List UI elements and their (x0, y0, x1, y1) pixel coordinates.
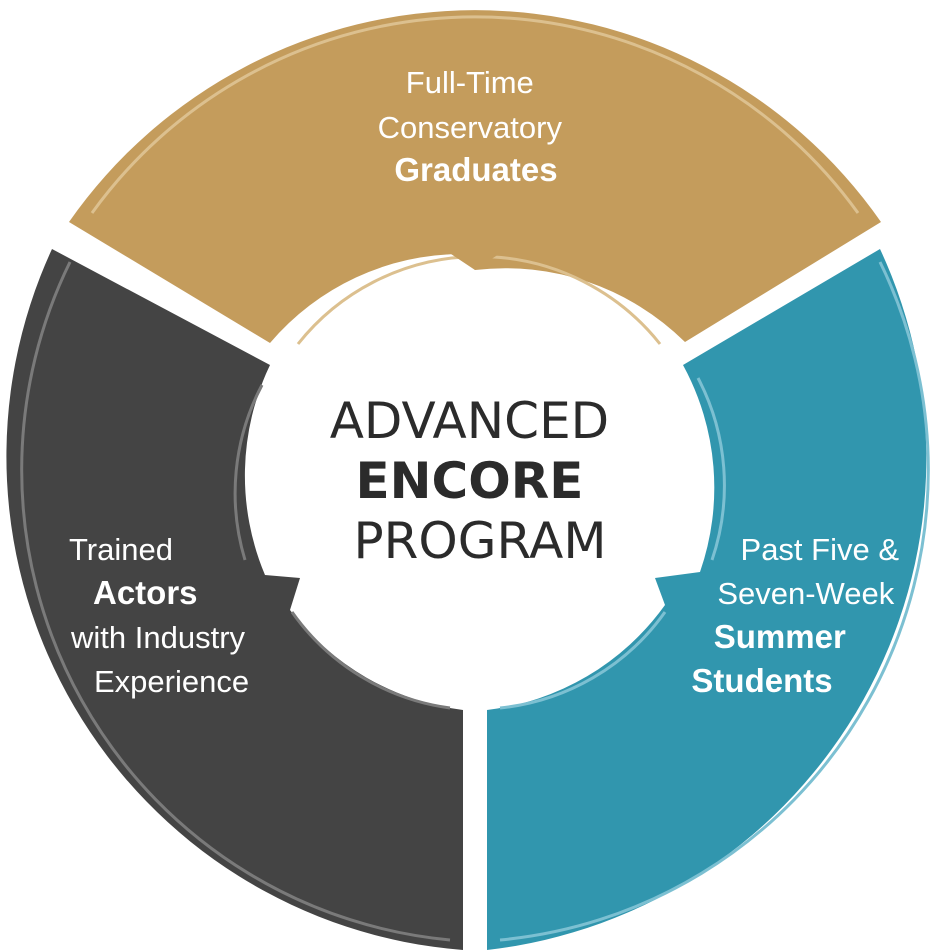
label-top-line1: Full-Time (406, 65, 534, 100)
center-line3: PROGRAM (353, 512, 606, 570)
segment-right-inner-line-2 (499, 611, 667, 710)
segment-right-outer-line (499, 261, 930, 942)
segment-top-conservatory-graduates (69, 10, 881, 343)
label-right-line1: Past Five & (741, 532, 900, 567)
segment-left-inner-line-2 (290, 611, 451, 710)
segment-top-inner-line (90, 15, 860, 214)
segment-left-trained-actors (6, 249, 464, 950)
center-title: ADVANCED ENCORE PROGRAM (330, 392, 615, 570)
label-top-line3: Graduates (394, 151, 557, 188)
label-right: Past Five & Seven-Week Summer Students (691, 532, 903, 699)
segment-right-summer-students (487, 249, 927, 950)
label-right-line2: Seven-Week (717, 576, 894, 611)
label-left: Trained Actors with Industry Experience (69, 532, 249, 699)
label-top-line2: Conservatory (378, 110, 563, 145)
segment-left-inner-line (233, 384, 264, 561)
top-pointer-notch (445, 250, 505, 270)
label-right-line3: Summer (714, 618, 846, 655)
label-left-line3: with Industry (70, 620, 246, 655)
segment-right-inner-line (696, 377, 726, 561)
segment-left-outer-line (20, 261, 451, 942)
label-top: Full-Time Conservatory Graduates (378, 65, 567, 188)
center-line1: ADVANCED (330, 392, 609, 450)
label-left-line1: Trained (69, 532, 173, 567)
label-left-line2: Actors (93, 574, 198, 611)
center-line2: ENCORE (356, 452, 584, 510)
label-left-line4: Experience (94, 664, 249, 699)
label-right-line4: Students (691, 662, 832, 699)
